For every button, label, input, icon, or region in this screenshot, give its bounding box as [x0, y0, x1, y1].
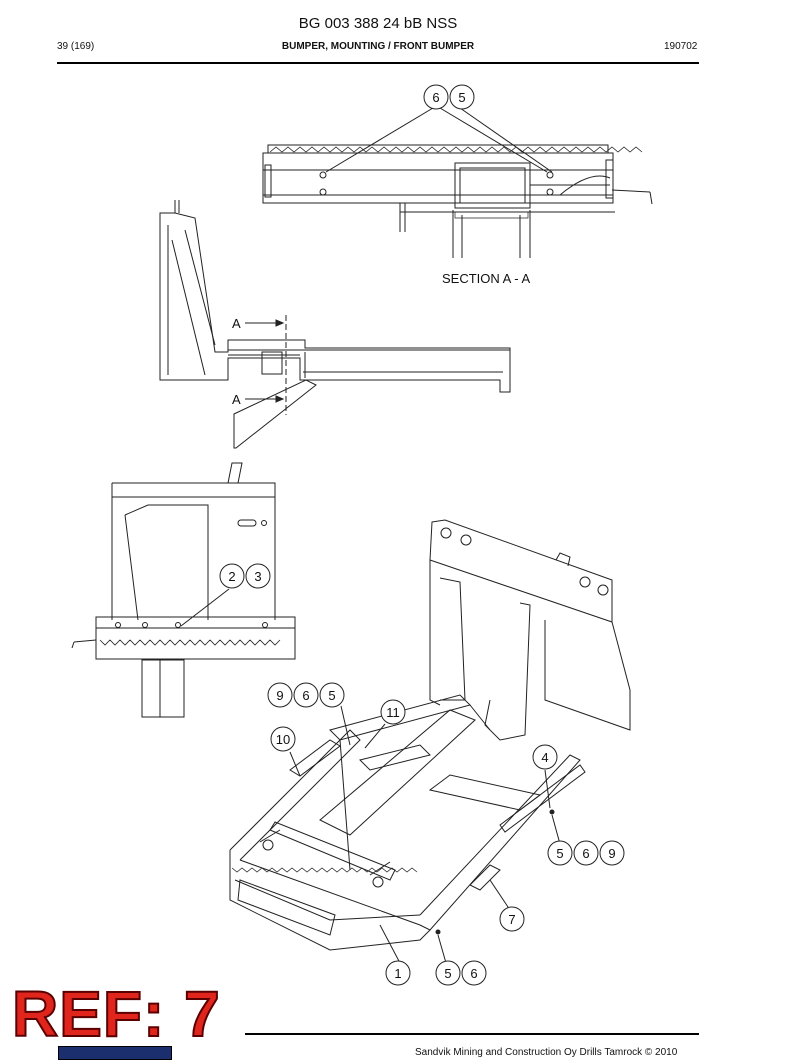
svg-text:6: 6: [302, 688, 309, 703]
callout-10: 10: [270, 726, 296, 752]
document-date: 190702: [664, 41, 698, 52]
svg-text:5: 5: [328, 688, 335, 703]
company-logo: [58, 1046, 172, 1060]
callout-6: 6: [461, 960, 487, 986]
svg-text:2: 2: [228, 569, 235, 584]
callouts: 6 5 2 3 9 6 5 11 10 4 5 6 9 7 1 5 6: [219, 84, 625, 986]
callout-9: 9: [599, 840, 625, 866]
callout-4: 4: [532, 744, 558, 770]
section-title: BUMPER, MOUNTING / FRONT BUMPER: [281, 41, 475, 52]
svg-text:11: 11: [386, 705, 400, 720]
front-detail-view: [71, 462, 296, 718]
svg-text:9: 9: [608, 846, 615, 861]
section-label: SECTION A - A: [442, 271, 530, 286]
callout-11: 11: [380, 699, 406, 725]
callout-7: 7: [499, 906, 525, 932]
section-view: [262, 107, 653, 258]
svg-text:5: 5: [556, 846, 563, 861]
svg-text:6: 6: [432, 90, 439, 105]
header-rule: [57, 62, 699, 64]
svg-text:3: 3: [254, 569, 261, 584]
svg-text:4: 4: [541, 750, 548, 765]
footer-rule: [245, 1033, 699, 1035]
callout-5: 5: [319, 682, 345, 708]
callout-6: 6: [423, 84, 449, 110]
svg-text:1: 1: [394, 966, 401, 981]
svg-text:7: 7: [508, 912, 515, 927]
callout-6: 6: [293, 682, 319, 708]
svg-text:5: 5: [444, 966, 451, 981]
callout-2: 2: [219, 563, 245, 589]
svg-text:10: 10: [276, 732, 290, 747]
cut-label-upper: A: [232, 316, 241, 331]
svg-text:6: 6: [470, 966, 477, 981]
cut-label-lower: A: [232, 392, 241, 407]
side-view: [159, 200, 511, 449]
callout-5: 5: [449, 84, 475, 110]
svg-text:9: 9: [276, 688, 283, 703]
ref-label: REF: 7: [11, 978, 221, 1050]
callout-3: 3: [245, 563, 271, 589]
callout-5: 5: [547, 840, 573, 866]
document-title: BG 003 388 24 bB NSS: [298, 15, 458, 32]
page-number: 39 (169): [57, 41, 95, 52]
callout-6: 6: [573, 840, 599, 866]
isometric-view: [229, 519, 631, 964]
callout-5: 5: [435, 960, 461, 986]
callout-1: 1: [385, 960, 411, 986]
callout-9: 9: [267, 682, 293, 708]
svg-text:5: 5: [458, 90, 465, 105]
svg-text:6: 6: [582, 846, 589, 861]
